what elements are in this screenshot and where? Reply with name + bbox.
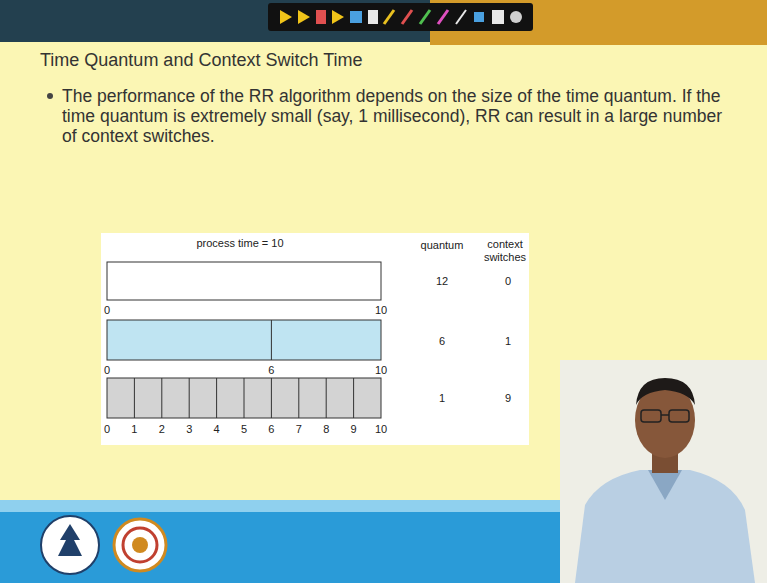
logo-disc	[41, 516, 99, 574]
quantum-divider	[298, 378, 299, 418]
quantum-divider	[134, 378, 135, 418]
bullet-dot	[47, 93, 53, 99]
tick-label: 5	[241, 423, 247, 436]
quantum-divider	[189, 378, 190, 418]
quantum-divider	[353, 378, 354, 418]
toolbar-icon	[384, 10, 394, 24]
tick-label: 10	[375, 364, 387, 377]
quantum-divider	[326, 378, 327, 418]
switch-count: 0	[505, 275, 511, 288]
quantum-divider	[271, 320, 272, 360]
logo-disc	[114, 519, 166, 571]
toolbar-icon	[316, 10, 326, 24]
quantum-divider	[216, 378, 217, 418]
figure-panel	[101, 233, 529, 445]
switch-count: 9	[505, 392, 511, 405]
toolbar-icon	[510, 11, 522, 23]
quantum-value: 1	[439, 392, 445, 405]
institute-logo	[41, 516, 99, 574]
toolbar	[268, 3, 533, 31]
toolbar-icon	[332, 10, 344, 24]
tick-label: 6	[268, 364, 274, 377]
tick-label: 10	[375, 304, 387, 317]
toolbar-icon	[350, 11, 362, 23]
column-header: context switches	[475, 238, 535, 264]
tick-label: 0	[104, 364, 110, 377]
switch-count: 1	[505, 335, 511, 348]
axis-title: process time = 10	[196, 237, 283, 250]
tick-label: 10	[375, 423, 387, 436]
presenter-figure	[560, 360, 767, 583]
timeline-bar	[107, 378, 381, 418]
column-header: quantum	[421, 239, 464, 252]
timeline-bar	[107, 262, 381, 300]
quantum-divider	[244, 378, 245, 418]
tick-label: 2	[159, 423, 165, 436]
quantum-value: 12	[436, 275, 448, 288]
toolbar-bar	[268, 3, 533, 31]
tick-label: 0	[104, 304, 110, 317]
presenter-collar	[648, 470, 682, 500]
timeline-bar	[107, 320, 381, 360]
logo-emblem	[58, 524, 82, 556]
toolbar-icon	[368, 10, 378, 24]
quantum-dividers	[134, 378, 353, 418]
tick-label: 1	[131, 423, 137, 436]
presenter-glasses	[669, 410, 689, 422]
presenter-glasses	[661, 414, 669, 416]
toolbar-icon	[474, 12, 484, 22]
presenter-shirt	[575, 470, 755, 583]
tick-label: 0	[104, 423, 110, 436]
toolbar-icon	[420, 10, 430, 24]
quantum-divider	[161, 378, 162, 418]
bullet-text: The performance of the RR algorithm depe…	[62, 86, 730, 146]
quantum-value: 6	[439, 335, 445, 348]
tick-label: 7	[296, 423, 302, 436]
toolbar-icon	[456, 10, 466, 24]
presenter-hair	[636, 378, 695, 405]
logo-ring	[123, 528, 157, 562]
slide-title: Time Quantum and Context Switch Time	[40, 50, 362, 71]
tick-label: 6	[268, 423, 274, 436]
quantum-divider	[271, 378, 272, 418]
toolbar-icon	[438, 10, 448, 24]
programme-logo	[114, 519, 166, 571]
video-ground	[560, 360, 767, 583]
logo-core	[132, 537, 148, 553]
toolbar-icon	[298, 10, 310, 24]
tick-label: 4	[214, 423, 220, 436]
tick-label: 3	[186, 423, 192, 436]
tick-label: 8	[323, 423, 329, 436]
presenter-glasses	[641, 410, 661, 422]
toolbar-icon	[402, 10, 412, 24]
toolbar-icon	[280, 10, 292, 24]
tick-label: 9	[351, 423, 357, 436]
toolbar-icon	[492, 10, 504, 24]
